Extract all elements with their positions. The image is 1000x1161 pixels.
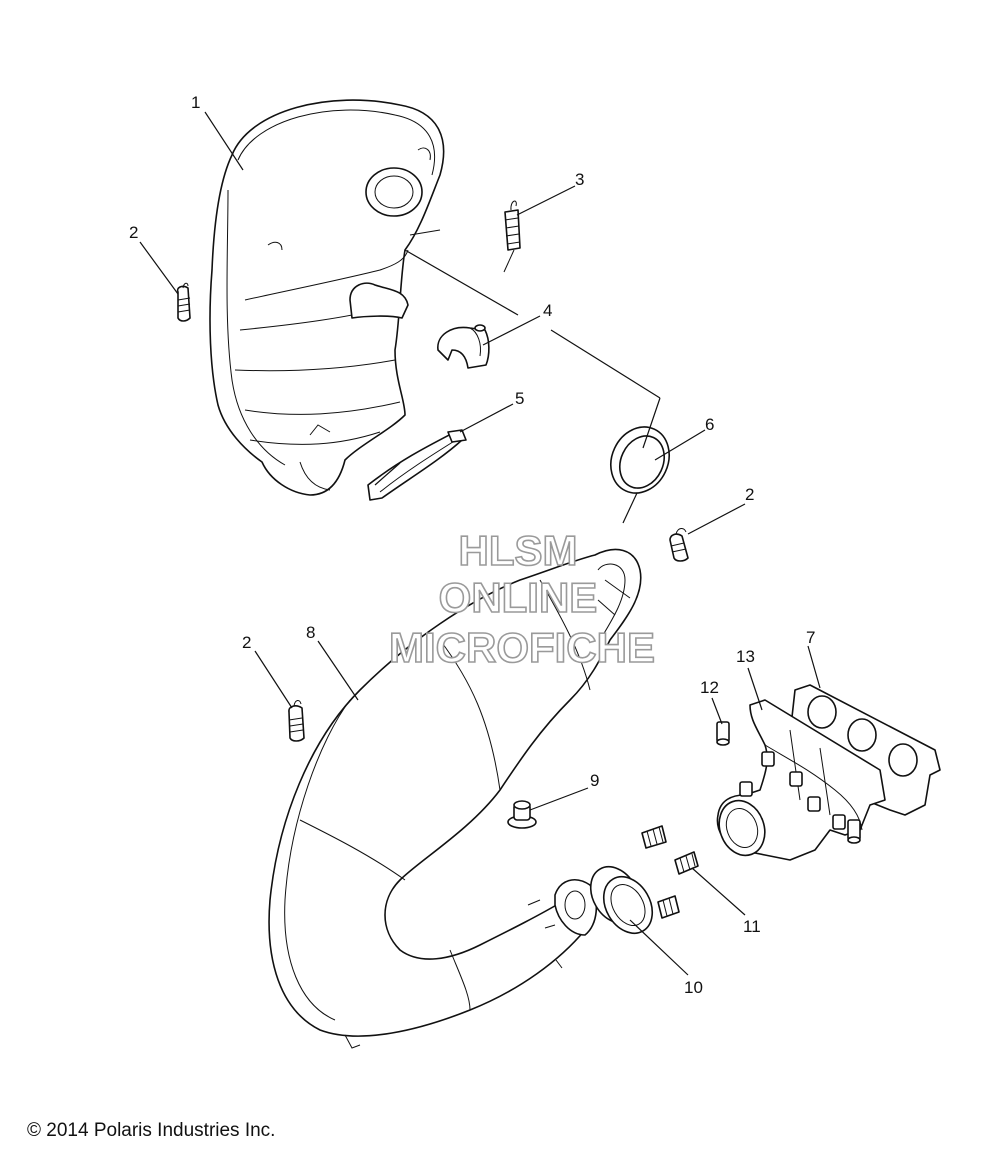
callout-7: 7 [806, 628, 815, 647]
callout-6: 6 [705, 415, 714, 434]
small-spring-part-b [674, 851, 699, 875]
callout-12: 12 [700, 678, 719, 697]
copyright-notice: © 2014 Polaris Industries Inc. [27, 1120, 276, 1141]
callout-9: 9 [590, 771, 599, 790]
callout-2-upper-left: 2 [129, 223, 138, 242]
watermark-line-2: ONLINE [439, 574, 598, 621]
sealing-ring-part [610, 426, 670, 494]
bracket-strip-part [367, 429, 467, 501]
coupler-ring-part [589, 865, 654, 935]
spring-part-upper-left [176, 282, 191, 322]
callout-13: 13 [736, 647, 755, 666]
callout-4: 4 [543, 301, 552, 320]
callout-2-lower-left: 2 [242, 633, 251, 652]
expansion-chamber-part [268, 548, 642, 1049]
plug-fitting-part [507, 800, 537, 829]
callout-5: 5 [515, 389, 524, 408]
bolt-part-lower [847, 819, 861, 844]
hook-spring-part [503, 200, 521, 273]
grommet-part [437, 324, 490, 369]
small-spring-part-c [657, 895, 680, 919]
watermark: HLSM ONLINE MICROFICHE [388, 526, 656, 672]
spring-part-right [669, 528, 689, 562]
callout-1: 1 [191, 93, 200, 112]
callout-3: 3 [575, 170, 584, 189]
small-spring-part-a [641, 825, 667, 849]
watermark-line-3: MICROFICHE [389, 624, 655, 671]
callout-10: 10 [684, 978, 703, 997]
leader-lines [139, 111, 821, 976]
bolt-part-upper [716, 721, 730, 746]
exhaust-manifold-part [716, 699, 886, 861]
silencer-part [209, 99, 445, 496]
watermark-line-1: HLSM [459, 527, 578, 574]
callout-11: 11 [743, 917, 761, 936]
spring-part-lower-left [288, 700, 305, 742]
callout-2-right: 2 [745, 485, 754, 504]
callout-8: 8 [306, 623, 315, 642]
